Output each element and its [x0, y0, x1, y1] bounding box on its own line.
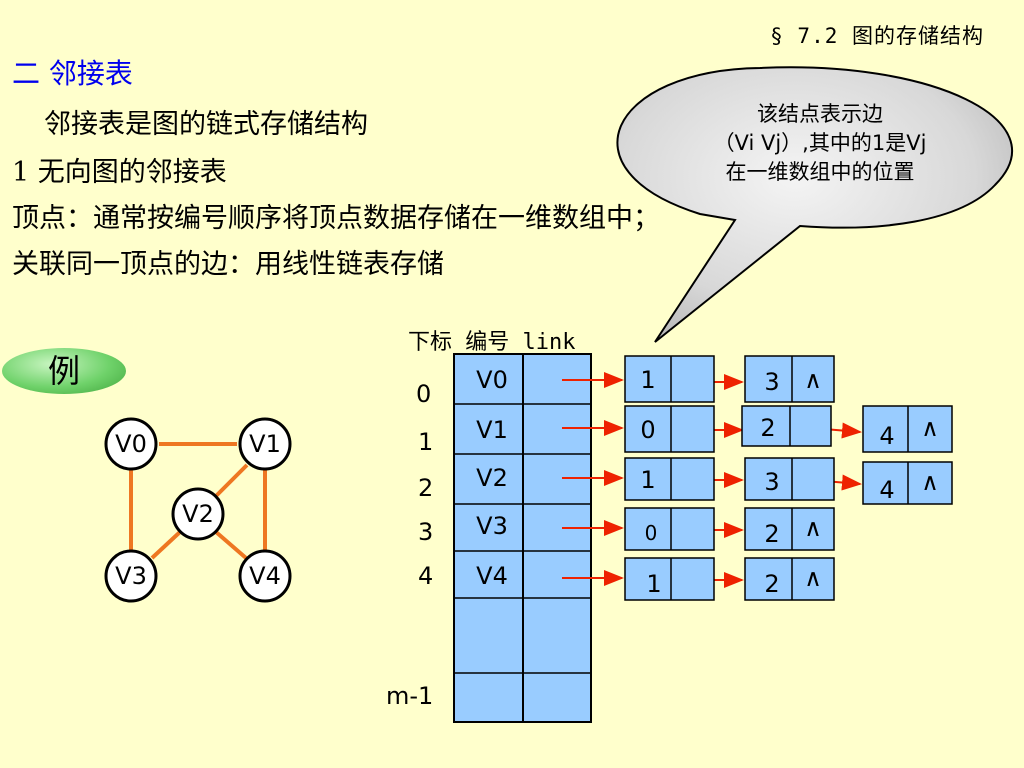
callout-bubble	[616, 66, 1013, 343]
array-index-0: 0	[416, 380, 432, 408]
section-header: § 7.2 图的存储结构	[770, 24, 984, 48]
callout-line-1: 该结点表示边	[757, 102, 883, 126]
array-index-4: 4	[418, 562, 434, 590]
array-index-m-1: m-1	[386, 682, 434, 710]
example-badge: 例	[2, 348, 126, 394]
node-adj-index: 0	[645, 521, 658, 545]
graph-vertex-v2: V2	[171, 487, 225, 541]
edge-node-list-v3: 0 2 ∧	[624, 507, 835, 551]
text-line-4: 关联同一顶点的边：用线性链表存储	[12, 249, 444, 280]
array-vertex-v0: V0	[476, 366, 508, 394]
vertex-array: V0 V1 V2 V3 V4	[453, 353, 592, 723]
edge-v2-v4	[214, 530, 248, 560]
edge-node-list-v4: 1 2 ∧	[624, 557, 835, 601]
edge-node-list-v2: 1 3 4 ∧	[624, 457, 953, 505]
edge-v2-v3	[150, 530, 182, 560]
array-index-1: 1	[418, 428, 434, 456]
vertex-label: V1	[249, 430, 281, 458]
array-vertex-v3: V3	[476, 512, 508, 540]
section-title: 二 邻接表	[12, 57, 133, 90]
node-adj-index: 3	[764, 368, 779, 396]
node-adj-index: 2	[760, 414, 775, 442]
array-vertex-v1: V1	[476, 416, 508, 444]
node-adj-index: 0	[640, 416, 655, 444]
graph-vertex-v3: V3	[104, 549, 158, 603]
node-adj-index: 1	[646, 570, 661, 598]
graph-vertex-v0: V0	[104, 417, 158, 471]
text-line-1: 邻接表是图的链式存储结构	[44, 109, 368, 140]
text-line-3: 顶点：通常按编号顺序将顶点数据存储在一维数组中；	[12, 203, 660, 234]
table-header: 下标 编号 link	[408, 330, 576, 355]
graph-vertex-v1: V1	[238, 417, 292, 471]
vertex-label: V4	[249, 562, 281, 590]
null-pointer-symbol: ∧	[921, 468, 939, 496]
array-vertex-v2: V2	[476, 464, 508, 492]
edge-v1-v2	[214, 463, 249, 498]
vertex-label: V0	[115, 430, 147, 458]
node-adj-index: 4	[879, 422, 894, 450]
null-pointer-symbol: ∧	[804, 366, 822, 394]
node-adj-index: 2	[764, 520, 779, 548]
null-pointer-symbol: ∧	[921, 414, 939, 442]
callout-text: 该结点表示边 （Vi Vj）,其中的1是Vj 在一维数组中的位置	[660, 100, 980, 187]
node-adj-index: 2	[764, 570, 779, 598]
callout-line-2: （Vi Vj）,其中的1是Vj	[713, 131, 927, 155]
array-index-2: 2	[418, 474, 434, 502]
vertex-label: V3	[115, 562, 147, 590]
graph-edges	[129, 442, 267, 560]
node-adj-index: 4	[879, 476, 894, 504]
text-line-2: 1 无向图的邻接表	[12, 157, 227, 188]
node-adj-index: 3	[764, 468, 779, 496]
node-adj-index: 1	[640, 366, 655, 394]
null-pointer-symbol: ∧	[804, 564, 822, 592]
null-pointer-symbol: ∧	[804, 514, 822, 542]
edge-node-list-v1: 0 2 4 ∧	[624, 405, 953, 453]
node-adj-index: 1	[640, 466, 655, 494]
vertex-label: V2	[182, 500, 214, 528]
edge-node-list-v0: 1 3 ∧	[624, 355, 835, 403]
graph-vertex-v4: V4	[238, 549, 292, 603]
callout-line-3: 在一维数组中的位置	[725, 160, 915, 184]
array-index-3: 3	[418, 518, 434, 546]
array-vertex-v4: V4	[476, 562, 508, 590]
